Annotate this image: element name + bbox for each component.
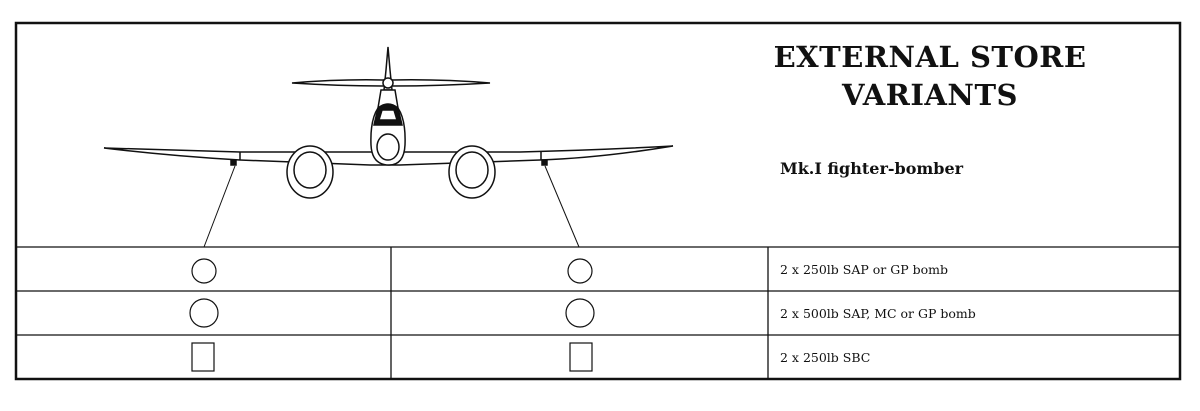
nose-intake xyxy=(376,133,400,161)
subtitle: Mk.I fighter-bomber xyxy=(780,159,964,178)
title-line-1: EXTERNAL STORE xyxy=(773,40,1087,74)
row-description: 2 x 500lb SAP, MC or GP bomb xyxy=(780,306,976,321)
pylon-right xyxy=(541,159,548,166)
aircraft-front-view xyxy=(103,46,674,199)
leader-line-left xyxy=(203,165,236,248)
bomb-500-left-icon xyxy=(189,298,219,328)
store-symbols xyxy=(189,258,595,372)
bomb-500-right-icon xyxy=(565,298,595,328)
bomb-250-left-icon xyxy=(191,258,217,284)
outer-frame xyxy=(14,21,1182,381)
row-description: 2 x 250lb SAP or GP bomb xyxy=(780,262,948,277)
engine-intake-left xyxy=(293,151,327,189)
sbc-left-icon xyxy=(191,342,215,372)
canopy-window xyxy=(377,109,399,121)
pylon-left xyxy=(230,159,237,166)
title-line-2: VARIANTS xyxy=(842,78,1018,112)
engine-intake-right xyxy=(455,151,489,189)
stores-table-grid xyxy=(16,246,1180,379)
row-description: 2 x 250lb SBC xyxy=(780,350,871,365)
tail-hub xyxy=(382,77,394,89)
bomb-250-right-icon xyxy=(567,258,593,284)
page-title: EXTERNAL STORE VARIANTS xyxy=(740,38,1120,114)
leader-line-right xyxy=(544,165,580,248)
sbc-right-icon xyxy=(569,342,593,372)
